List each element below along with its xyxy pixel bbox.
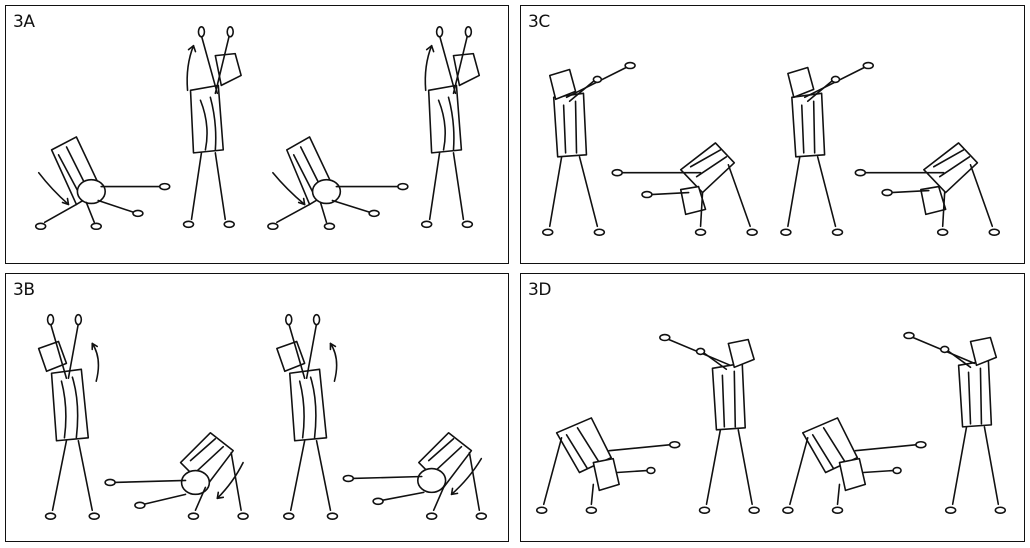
standing-figure (37, 313, 100, 520)
bent-figure (34, 136, 171, 231)
panel-3a-illustration (34, 26, 481, 231)
panel-label: 3A (13, 12, 35, 32)
panel-3d-illustration (535, 331, 1007, 515)
panel-3c: 3C (520, 5, 1025, 264)
bent-figure (854, 142, 1001, 237)
standing-figure (659, 333, 760, 515)
bent-figure (342, 432, 488, 520)
bent-figure (782, 417, 927, 515)
standing-figure (420, 26, 481, 229)
panel-3a: 3A (5, 5, 509, 264)
panel-3c-illustration (541, 61, 1001, 237)
panel-3b-illustration (37, 313, 488, 520)
panel-3d: 3D (520, 273, 1025, 542)
panel-3b: 3B (5, 273, 509, 542)
panel-label: 3C (528, 12, 550, 32)
bent-figure (535, 417, 681, 515)
standing-figure (903, 331, 1007, 515)
bent-figure (267, 136, 409, 231)
standing-figure (541, 61, 636, 237)
panel-label: 3D (528, 280, 551, 300)
standing-figure (182, 26, 242, 229)
standing-figure (276, 313, 339, 520)
bent-figure (611, 142, 758, 237)
panel-label: 3B (13, 280, 35, 300)
standing-figure (780, 61, 875, 237)
bent-figure (104, 432, 249, 520)
